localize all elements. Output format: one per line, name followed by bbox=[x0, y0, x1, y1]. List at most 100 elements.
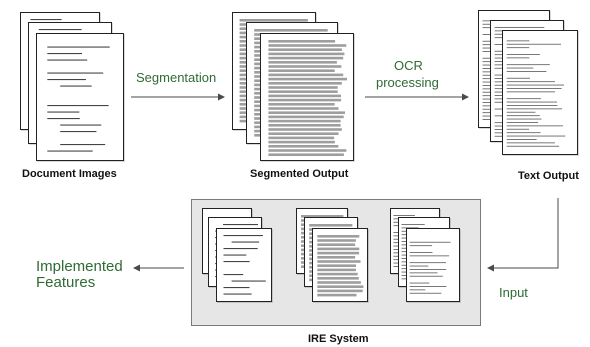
text-line-mark bbox=[506, 43, 561, 45]
text-line-mark bbox=[409, 275, 443, 277]
page-scribble-texture bbox=[223, 235, 266, 295]
text-line-mark bbox=[223, 235, 263, 237]
ire-text-page-front bbox=[406, 228, 460, 302]
text-line-mark bbox=[268, 65, 342, 68]
text-line-mark bbox=[60, 144, 106, 146]
text-line-mark bbox=[60, 85, 92, 87]
text-line-mark bbox=[506, 88, 562, 89]
text-line-mark bbox=[231, 280, 266, 282]
text-line-mark bbox=[506, 105, 558, 106]
text-line-mark bbox=[268, 48, 342, 51]
text-line-mark bbox=[506, 71, 547, 72]
text-line-mark bbox=[239, 19, 308, 22]
text-line-mark bbox=[268, 44, 347, 47]
text-line-mark bbox=[409, 282, 430, 284]
text-line-mark bbox=[268, 86, 338, 89]
text-line-mark bbox=[409, 286, 447, 287]
text-line-mark bbox=[47, 72, 104, 74]
text-line-mark bbox=[268, 61, 337, 64]
text-line-mark bbox=[47, 105, 109, 107]
text-line-mark bbox=[409, 245, 433, 247]
text-line-mark bbox=[38, 29, 82, 31]
text-line-mark bbox=[47, 118, 80, 120]
text-line-mark bbox=[317, 293, 357, 297]
text-line-mark bbox=[506, 64, 550, 66]
text-line-mark bbox=[30, 19, 62, 21]
text-line-mark bbox=[409, 269, 447, 270]
implemented-features-label-line2: Features bbox=[36, 274, 96, 291]
segmented-page-front bbox=[260, 33, 354, 161]
ire-system-label: IRE System bbox=[308, 333, 369, 345]
ire-segmented-page-front bbox=[312, 228, 368, 302]
text-line-mark bbox=[506, 139, 537, 140]
text-line-mark bbox=[409, 265, 429, 267]
text-line-mark bbox=[223, 248, 258, 250]
text-line-mark bbox=[268, 145, 339, 148]
page-scribble-texture bbox=[268, 40, 347, 156]
text-line-mark bbox=[409, 292, 442, 294]
text-line-mark bbox=[268, 73, 344, 77]
text-line-mark bbox=[317, 235, 360, 238]
text-line-mark bbox=[268, 90, 338, 93]
text-line-mark bbox=[268, 94, 341, 98]
input-label: Input bbox=[499, 285, 528, 300]
text-line-mark bbox=[409, 255, 450, 257]
text-page-front bbox=[502, 30, 578, 155]
text-line-mark bbox=[506, 132, 541, 134]
text-line-mark bbox=[317, 268, 356, 272]
text-line-mark bbox=[317, 285, 364, 288]
text-line-mark bbox=[317, 277, 359, 280]
text-line-mark bbox=[223, 254, 247, 256]
text-line-mark bbox=[506, 108, 562, 110]
text-line-mark bbox=[506, 84, 564, 86]
text-line-mark bbox=[268, 128, 342, 131]
text-line-mark bbox=[268, 69, 335, 72]
text-line-mark bbox=[506, 57, 530, 59]
text-line-mark bbox=[506, 145, 560, 147]
text-line-mark bbox=[317, 289, 363, 293]
text-line-mark bbox=[47, 46, 110, 48]
text-line-mark bbox=[506, 91, 555, 93]
text-line-mark bbox=[268, 149, 347, 152]
text-line-mark bbox=[317, 243, 356, 246]
ire-system-box bbox=[191, 199, 481, 326]
text-line-mark bbox=[223, 293, 252, 295]
text-output-label: Text Output bbox=[518, 170, 579, 182]
text-line-mark bbox=[506, 40, 530, 42]
text-line-mark bbox=[254, 29, 328, 32]
text-line-mark bbox=[268, 40, 336, 43]
text-line-mark bbox=[268, 140, 335, 144]
text-line-mark bbox=[317, 281, 361, 284]
text-line-mark bbox=[401, 224, 425, 225]
page-scribble-texture bbox=[47, 46, 110, 152]
text-line-mark bbox=[409, 252, 433, 253]
text-line-mark bbox=[47, 111, 80, 113]
text-line-mark bbox=[409, 272, 438, 274]
text-line-mark bbox=[47, 59, 88, 61]
text-line-mark bbox=[317, 247, 360, 251]
text-line-mark bbox=[47, 79, 86, 81]
text-line-mark bbox=[223, 261, 250, 263]
ire-document-page-front bbox=[216, 228, 272, 302]
text-line-mark bbox=[317, 256, 356, 259]
ocr-label-line2: processing bbox=[376, 75, 439, 90]
text-line-mark bbox=[268, 136, 335, 140]
text-line-mark bbox=[268, 132, 339, 135]
input-arrow bbox=[487, 198, 559, 272]
text-line-mark bbox=[268, 124, 341, 127]
text-line-mark bbox=[223, 224, 258, 226]
text-line-mark bbox=[268, 111, 345, 114]
text-line-mark bbox=[393, 215, 415, 216]
text-line-mark bbox=[317, 251, 360, 255]
text-line-mark bbox=[317, 264, 356, 267]
page-scribble-texture bbox=[506, 40, 566, 147]
text-line-mark bbox=[506, 135, 566, 137]
text-line-mark bbox=[506, 54, 540, 55]
segmented-output-label: Segmented Output bbox=[250, 168, 349, 180]
text-line-mark bbox=[47, 53, 82, 55]
text-line-mark bbox=[268, 56, 344, 60]
text-line-mark bbox=[506, 122, 539, 123]
text-line-mark bbox=[268, 119, 341, 123]
text-line-mark bbox=[47, 150, 93, 152]
